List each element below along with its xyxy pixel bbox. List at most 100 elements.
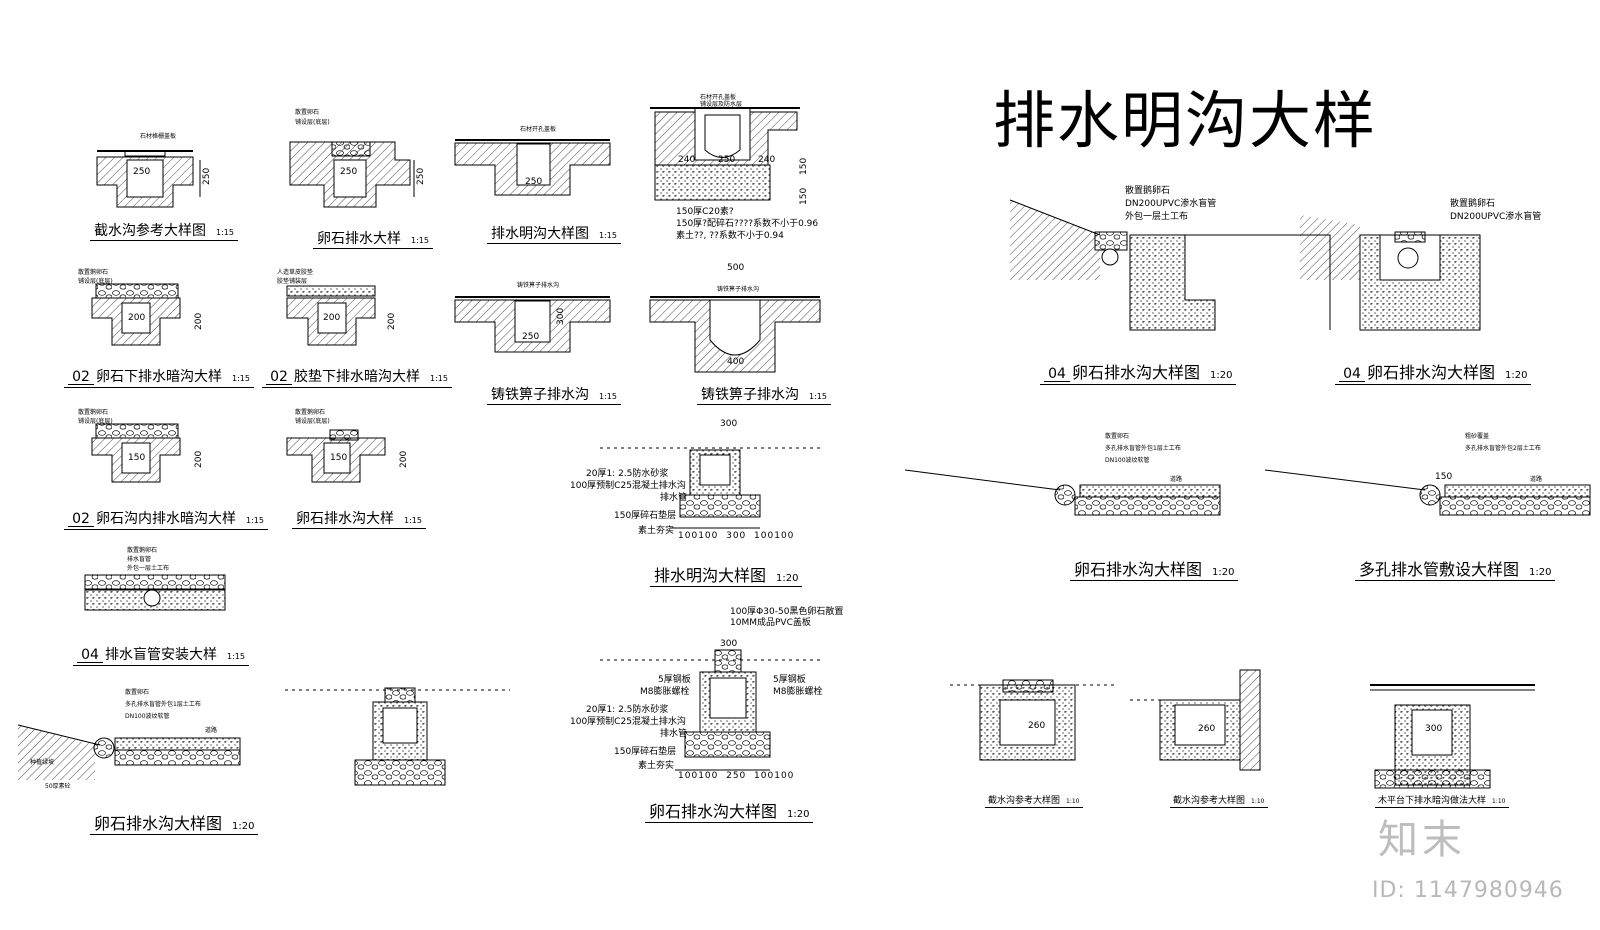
detail-19-drawing (1264, 469, 1591, 516)
callout-d16-c: 外包一层土工布 (1125, 212, 1189, 222)
callout-d9-b: 铺设层(底层) (78, 418, 113, 425)
callout-d7: 铸铁箅子排水沟 (517, 282, 560, 289)
detail-5-drawing (91, 283, 181, 346)
detail-18-drawing (904, 469, 1221, 516)
layer-d12-5: 素土夯实 (638, 526, 675, 536)
callout-d16-b: DN200UPVC渗水盲管 (1125, 199, 1217, 209)
dim-d4-a: 240 (678, 155, 696, 165)
callout-d19-c: 道路 (1530, 476, 1543, 483)
note-d13-2: 10MM成品PVC盖板 (730, 618, 811, 628)
callout-d17-b: DN200UPVC渗水盲管 (1450, 212, 1542, 222)
detail-2-drawing (289, 141, 415, 208)
callout-d15-c: DN100波纹软管 (125, 713, 170, 720)
dim-d8-top: 500 (727, 263, 745, 273)
note-d4-1: 150厚C20素? (676, 207, 734, 217)
callout-d18-d: 道路 (1170, 476, 1183, 483)
callout-d6-b: 胶垫铺装层 (277, 278, 308, 285)
callout-d15-a: 散置卵石 (125, 689, 150, 696)
layer-d12-3: 排水管 (660, 493, 688, 503)
dim-d3: 250 (525, 177, 543, 187)
note-d13-1: 100厚Φ30-50黑色卵石散置 (730, 607, 844, 617)
dims-d13-bottom: 100100 250 100100 (678, 771, 795, 781)
callout-d10-a: 散置鹅卵石 (295, 409, 326, 416)
callout-d5-a: 散置鹅卵石 (78, 269, 109, 276)
watermark-id: ID: 1147980946 (1372, 878, 1564, 903)
detail-12-drawing (600, 447, 820, 529)
callout-d19-a: 粗砂覆盖 (1465, 433, 1490, 440)
detail-21-drawing (1130, 669, 1261, 771)
layer-d13-4: 100厚预制C25混凝土排水沟 (570, 717, 686, 727)
layer-d13-5: 排水管 (660, 729, 688, 739)
callout-d15-b: 多孔排水盲管外包1层土工布 (125, 701, 201, 708)
layer-d13-2: M8膨胀螺栓 (640, 687, 690, 697)
dim-d5-h: 200 (194, 312, 204, 330)
callout-d19-b: 多孔排水盲管外包2层土工布 (1465, 445, 1541, 452)
watermark-logo: 知末 (1378, 817, 1466, 863)
note-d4-3: 素土??, ??系数不小于0.94 (676, 231, 784, 241)
dim-d4-b: 250 (718, 155, 736, 165)
callout-d18-c: DN100波纹软管 (1105, 457, 1150, 464)
dim-d4-c: 240 (758, 155, 776, 165)
callout-d18-b: 多孔排水盲管外包1层土工布 (1105, 445, 1181, 452)
callout-d8: 铸铁箅子排水沟 (717, 286, 760, 293)
detail-22-drawing (1370, 684, 1535, 789)
dim-d10-h: 200 (399, 450, 409, 468)
dim-d22: 300 (1425, 724, 1443, 734)
detail-13-drawing (600, 649, 820, 771)
callout-d4-b: 铺设层及防水层 (700, 101, 743, 108)
detail-11-drawing (84, 574, 226, 611)
detail-9-drawing (91, 423, 181, 483)
detail-7-drawing (454, 296, 611, 353)
dim-d2-width: 250 (340, 167, 358, 177)
dim-d9-h: 200 (194, 450, 204, 468)
layer-d13-1: 5厚钢板 (658, 675, 691, 685)
callout-d2-a: 散置卵石 (295, 109, 320, 116)
callout-d4-a: 石材开孔盖板 (700, 94, 737, 101)
detail-15-drawing (17, 724, 241, 780)
layer-d13-3: 20厚1: 2.5防水砂浆 (586, 705, 669, 715)
callout-d17-a: 散置鹅卵石 (1450, 199, 1496, 209)
detail-3-drawing (454, 139, 611, 196)
dim-d21: 260 (1198, 724, 1216, 734)
callout-d1: 石材格栅盖板 (140, 133, 177, 140)
detail-6-drawing (286, 285, 376, 346)
callout-d9-a: 散置鹅卵石 (78, 409, 109, 416)
dim-d4-e: 150 (799, 187, 809, 205)
detail-1-drawing (96, 150, 201, 208)
dim-d4-d: 150 (799, 157, 809, 175)
note-d4-2: 150厚?配碎石????系数不小于0.96 (676, 219, 819, 229)
detail-16-drawing (1009, 199, 1331, 331)
dim-d6-w: 200 (323, 313, 341, 323)
callout-d15-d: 道路 (205, 727, 218, 734)
callout-d16-a: 散置鹅卵石 (1125, 186, 1171, 196)
layer-d13-r1: 5厚钢板 (773, 675, 806, 685)
callout-d2-b: 铺设层(底层) (295, 119, 330, 126)
dim-d20: 260 (1028, 721, 1046, 731)
dim-d1-width: 250 (133, 167, 151, 177)
dims-d12-bottom: 100100 300 100100 (678, 531, 795, 541)
sheet-title: 排水明沟大样 (993, 84, 1378, 157)
layer-d13-r2: M8膨胀螺栓 (773, 687, 823, 697)
callout-d15-f: 50厚素砼 (45, 783, 71, 790)
layer-d12-2: 100厚预制C25混凝土排水沟 (570, 481, 686, 491)
layer-d13-7: 素土夯实 (638, 761, 675, 771)
detail-4-drawing (650, 107, 800, 201)
callout-d10-b: 铺设层(底层) (295, 418, 330, 425)
